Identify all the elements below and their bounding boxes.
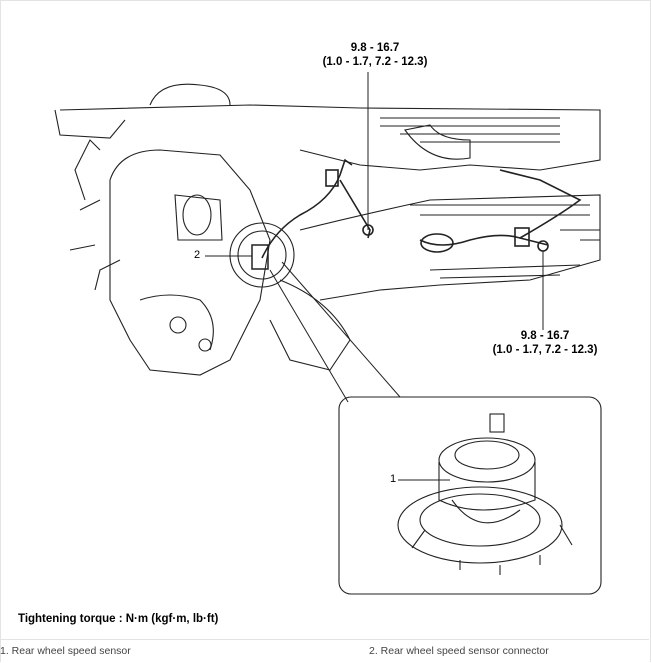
torque-heading: Tightening torque : N·m (kgf·m, lb·ft): [18, 613, 219, 625]
callout-2: 2: [194, 249, 201, 261]
upper-crossmember: [54, 83, 601, 171]
brake-backing-plate: [269, 279, 351, 371]
legend-divider: [0, 639, 649, 640]
torque-units: (1.0 - 1.7, 7.2 - 12.3): [492, 344, 598, 356]
hub-bearing-assembly: [397, 413, 573, 575]
torque-value: 9.8 - 16.7: [350, 42, 400, 54]
lower-control-arm: [299, 194, 601, 301]
torque-value: 9.8 - 16.7: [520, 330, 570, 342]
torque-label-top: 9.8 - 16.7 (1.0 - 1.7, 7.2 - 12.3): [300, 41, 450, 69]
sensor-connector: [251, 244, 269, 270]
callout-1: 1: [390, 473, 397, 485]
knuckle: [69, 139, 271, 376]
legend-item-2: 2. Rear wheel speed sensor connector: [369, 645, 549, 657]
torque-label-right: 9.8 - 16.7 (1.0 - 1.7, 7.2 - 12.3): [470, 329, 620, 357]
hub-bore: [229, 222, 295, 288]
sensor-cable: [261, 158, 582, 259]
inset-box: [338, 396, 602, 595]
torque-units: (1.0 - 1.7, 7.2 - 12.3): [322, 56, 428, 68]
legend-item-1: 1. Rear wheel speed sensor: [0, 645, 131, 657]
